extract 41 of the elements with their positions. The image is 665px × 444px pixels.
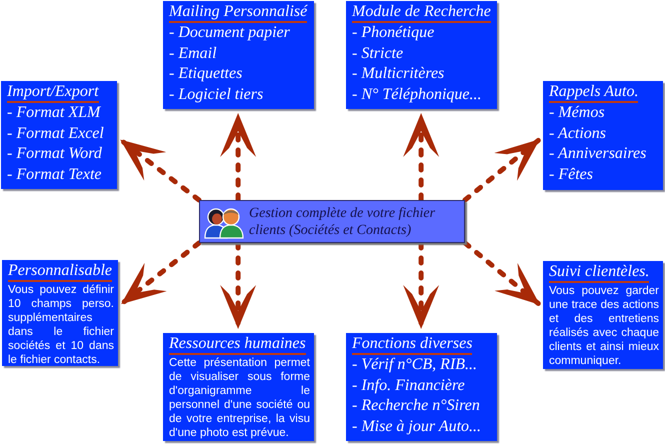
feature-panel (346, 1, 497, 109)
panel-heading: Personnalisable (8, 261, 112, 282)
feature-panel (543, 81, 663, 190)
list-item: - Format XLM (7, 103, 100, 123)
list-item: - Format Excel (7, 124, 104, 144)
list-item: - Stricte (352, 44, 404, 64)
list-item: - Vérif n°CB, RIB... (352, 355, 478, 375)
panel-heading: Mailing Personnalisé (169, 2, 308, 23)
list-item: - Phonétique (352, 23, 434, 43)
list-item: - Info. Financière (352, 376, 465, 396)
list-item: - Logiciel tiers (169, 84, 264, 104)
list-item: - Recherche n°Siren (352, 396, 480, 416)
list-item: - Format Texte (7, 164, 102, 184)
feature-panel (346, 333, 497, 441)
panel-heading: Import/Export (7, 82, 99, 103)
list-item: - Mise à jour Auto... (352, 416, 482, 436)
panel-heading: Suivi clientèles. (549, 262, 650, 283)
hub-panel (199, 200, 465, 243)
panel-heading: Ressources humaines (169, 334, 306, 355)
list-item: - Document papier (169, 23, 290, 43)
feature-panel (1, 81, 117, 189)
feature-panel (163, 1, 314, 109)
list-item: - Fêtes (549, 164, 593, 184)
list-item: - N° Téléphonique... (352, 84, 482, 104)
list-item: - Actions (549, 124, 606, 144)
feature-panel (163, 333, 314, 441)
list-item: - Anniversaires (549, 144, 646, 164)
hub-title: Gestion complète de votre fichier clients (Sociétés et Contacts) (249, 204, 436, 238)
panel-heading: Module de Recherche (352, 2, 491, 23)
list-item: - Multicritères (352, 64, 444, 84)
feature-panel (543, 261, 663, 369)
list-item: - Mémos (549, 103, 605, 123)
panel-heading: Fonctions diverses (352, 334, 472, 355)
description-text: Vous pouvez définir 10 champs perso. supplémentaires dans le fichier sociétés et 10 dans le fichier contacts. (8, 283, 114, 367)
list-item: - Format Word (7, 144, 102, 164)
feature-panel (2, 260, 118, 366)
list-item: - Etiquettes (169, 64, 242, 84)
description-text: Cette présentation permet de visualiser sous forme d'organigramme le personnel d'une société ou de votre entreprise, la visu d'une photo est prévue. (169, 356, 310, 440)
panel-heading: Rappels Auto. (549, 82, 638, 103)
list-item: - Email (169, 44, 217, 64)
description-text: Vous pouvez garder une trace des actions et des entretiens réalisés avec chaque clients et ainsi mieux communiquer. (549, 284, 659, 368)
